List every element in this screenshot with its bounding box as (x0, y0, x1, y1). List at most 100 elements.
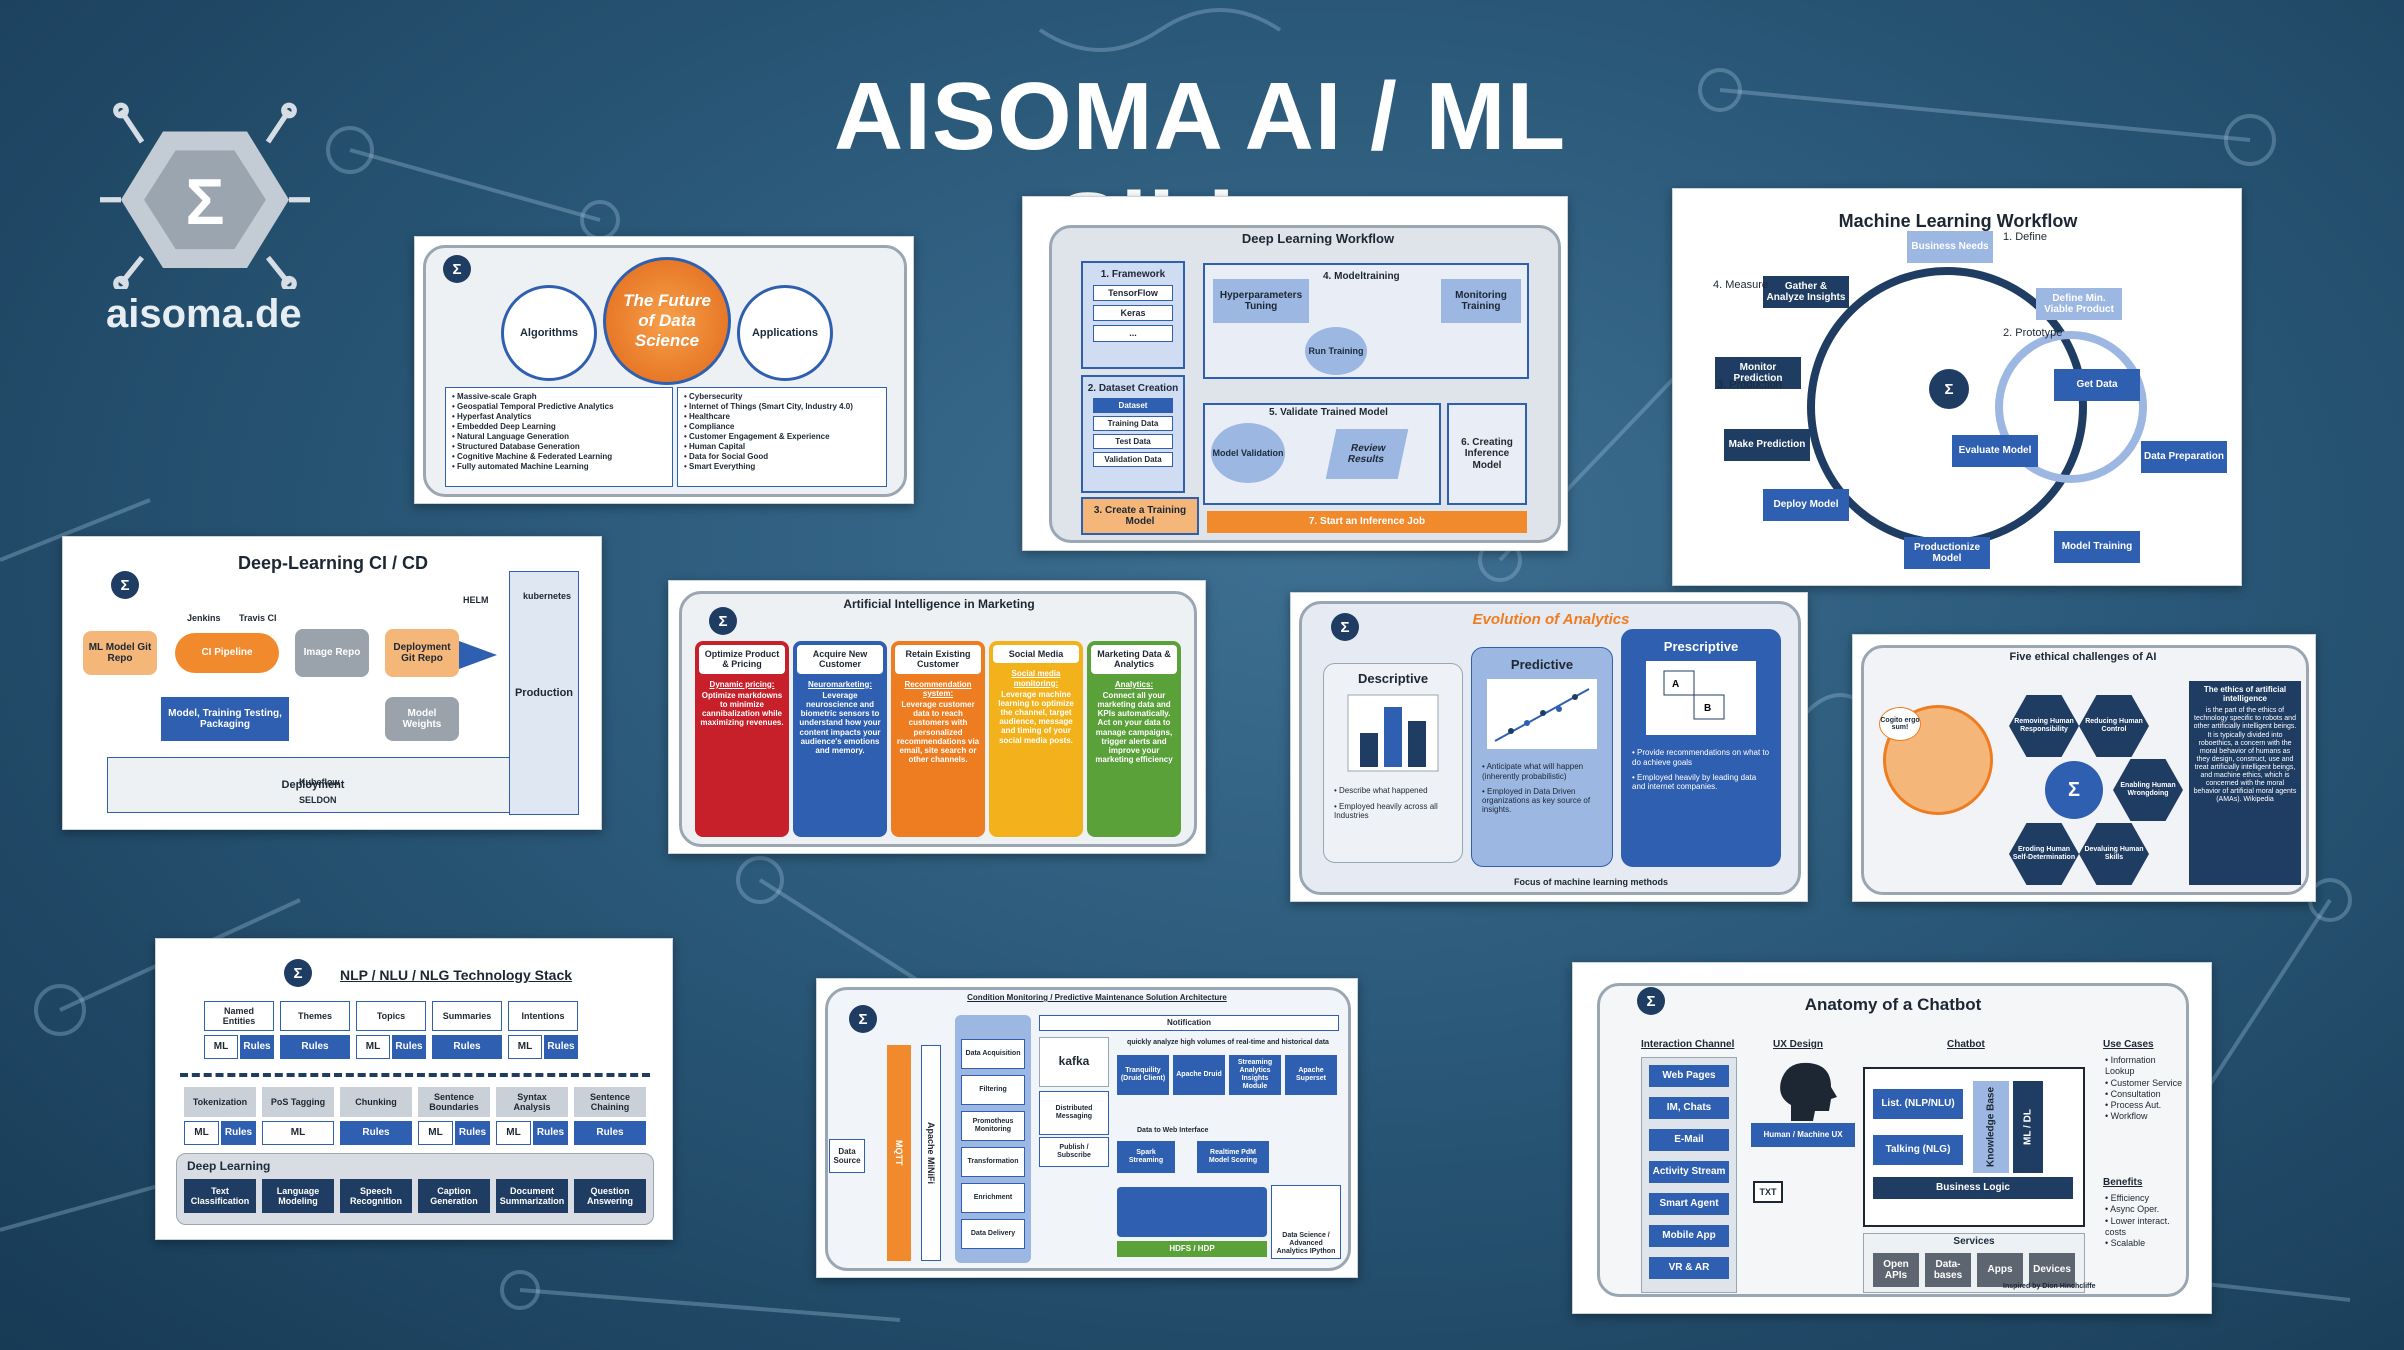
head-icon (1780, 1062, 1837, 1121)
ml-phase-label: 2. Prototype (2003, 327, 2063, 339)
predictive-scatter-icon (1487, 678, 1597, 749)
usecase-item: • Workflow (2105, 1111, 2148, 1122)
marketing-column-body: Optimize markdowns to minimize cannibali… (700, 690, 784, 728)
algorithm-item: Embedded Deep Learning (452, 422, 666, 432)
nifi-step: Data Delivery (961, 1219, 1025, 1249)
nlp-ml-box: ML (508, 1035, 542, 1059)
human-machine-bar: Human / Machine UX (1751, 1123, 1855, 1147)
analytics-tool: Tranquility (Druid Client) (1117, 1055, 1169, 1095)
nlp-deep-box: Text Classification (184, 1179, 256, 1213)
nlp-ml-box: ML (204, 1035, 238, 1059)
descriptive-bar-icon (1347, 694, 1439, 772)
cicd-tool-label: HELM (463, 595, 489, 605)
analytics-footer: Focus of machine learning methods (1513, 877, 1669, 887)
nlp-mid-box: Chunking (340, 1087, 412, 1117)
ml-node: Business Needs (1907, 231, 1993, 263)
benefits-heading: Benefits (2103, 1177, 2143, 1188)
ml-node: Monitor Prediction (1715, 357, 1801, 389)
marketing-column-head: Retain Existing Customer (895, 645, 981, 674)
ethics-box-title: The ethics of artificial intelligence (2203, 685, 2287, 704)
inference-model-box: 6. Creating Inference Model (1447, 403, 1527, 505)
chat-channel: E-Mail (1649, 1129, 1729, 1151)
cicd-tool-label: kubernetes (523, 591, 572, 601)
marketing-column-sub: Recommendation system: (904, 679, 972, 698)
marketing-column-sub: Dynamic pricing: (709, 679, 775, 689)
web-interface-label: Data to Web Interface (1137, 1127, 1209, 1134)
nlp-ml-box: ML (184, 1121, 219, 1145)
ml-node: Define Min. Viable Product (2036, 288, 2122, 320)
knowledge-base-box: Knowledge Base (1973, 1081, 2009, 1173)
nlp-mid-box: Tokenization (184, 1087, 256, 1117)
nlp-rules-box: Rules (432, 1035, 502, 1059)
deployment-box: Deployment (107, 757, 519, 813)
usecase-item: • Consultation (2105, 1088, 2161, 1099)
aisoma-mini-logo: Σ (2045, 761, 2103, 819)
nlp-rules-box: Rules (280, 1035, 350, 1059)
aisoma-mini-logo: Σ (284, 959, 312, 987)
analytics-tool: Apache Druid (1173, 1055, 1225, 1095)
ethics-box-text: is the part of the ethics of technology … (2193, 707, 2297, 803)
marketing-column-body: Leverage neuroscience and biometric sens… (799, 690, 881, 755)
chat-channel: IM, Chats (1649, 1097, 1729, 1119)
marketing-column-head: Acquire New Customer (797, 645, 883, 674)
nlp-mid-box: Syntax Analysis (496, 1087, 568, 1117)
nlp-rules-box: Rules (240, 1035, 274, 1059)
ux-heading: UX Design (1773, 1039, 1824, 1050)
benefit-item: • Efficiency (2105, 1193, 2150, 1203)
review-results-box: Review Results (1325, 429, 1409, 479)
ml-phase-label: 3. Production (1717, 379, 1782, 391)
ml-node: Data Preparation (2141, 441, 2227, 473)
prescriptive-label: Prescriptive (1663, 639, 1739, 654)
nlp-deep-box: Language Modeling (262, 1179, 334, 1213)
nlp-deep-box: Document Summarization (496, 1179, 568, 1213)
analytics-bullet: • Employed in Data Driven organizations … (1482, 786, 1591, 815)
marketing-column-sub: Neuromarketing: (807, 679, 872, 689)
ml-phase-label: 4. Measure (1713, 279, 1769, 291)
slide-nlp-stack[interactable]: Σ NLP / NLU / NLG Technology Stack Named… (155, 938, 673, 1240)
slide-future-data-science[interactable]: Σ Algorithms The Future of Data Science … (414, 236, 914, 504)
cicd-tool-label: Travis CI (239, 613, 277, 623)
ethics-title: Five ethical challenges of AI (2009, 651, 2157, 663)
chat-channel: Mobile App (1649, 1225, 1729, 1247)
benefit-item: • Scalable (2105, 1238, 2146, 1248)
chatbot-credit: Inspired by Dion Hinchcliffe (2003, 1283, 2096, 1290)
nlp-top-box: Named Entities (204, 1001, 274, 1031)
dl-workflow-title: Deep Learning Workflow (1241, 231, 1395, 246)
application-item: Smart Everything (684, 462, 880, 472)
dataset-item: Test Data (1093, 433, 1173, 450)
nifi-step: Enrichment (961, 1183, 1025, 1213)
slide-ml-workflow[interactable]: Machine Learning Workflow Σ Business Nee… (1672, 188, 2242, 586)
chat-channel: Web Pages (1649, 1065, 1729, 1087)
prescriptive-icon: AB (1646, 660, 1756, 735)
nlp-ml-box: ML (418, 1121, 453, 1145)
slide-chatbot-anatomy[interactable]: Σ Anatomy of a Chatbot Interaction Chann… (1572, 962, 2212, 1314)
nlp-title: NLP / NLU / NLG Technology Stack (339, 967, 573, 983)
framework-item: TensorFlow (1093, 284, 1173, 301)
nlp-deep-box: Caption Generation (418, 1179, 490, 1213)
slide-deep-learning-workflow[interactable]: Deep Learning Workflow 1. Framework Tens… (1022, 196, 1568, 551)
cicd-tool-label: Jenkins (187, 613, 221, 623)
nlp-mid-box: PoS Tagging (262, 1087, 334, 1117)
slide-dl-cicd[interactable]: Deep-Learning CI / CD Σ ML Model Git Rep… (62, 536, 602, 830)
deployment-repo: Deployment Git Repo (385, 629, 459, 677)
slide-ai-marketing[interactable]: Artificial Intelligence in Marketing Σ O… (668, 580, 1206, 854)
nifi-step: Filtering (961, 1075, 1025, 1105)
ethics-hex: Enabling Human Wrongdoing (2113, 759, 2183, 821)
analytics-bullet: • Employed heavily across all Industries (1334, 801, 1438, 820)
analytics-bullet: • Describe what happened (1334, 786, 1428, 796)
slide-evolution-analytics[interactable]: Evolution of Analytics Σ Descriptive • D… (1290, 592, 1808, 902)
benefit-item: • Lower interact. costs (2105, 1215, 2170, 1237)
marketing-column-body: Leverage customer data to reach customer… (896, 700, 980, 765)
nlp-ml-box: ML (496, 1121, 531, 1145)
slide-ethics-ai[interactable]: Five ethical challenges of AI Cogito erg… (1852, 634, 2316, 902)
application-item: Compliance (684, 422, 880, 432)
cicd-tool-label: SELDON (299, 795, 337, 805)
slide-condition-monitoring[interactable]: Condition Monitoring / Predictive Mainte… (816, 978, 1358, 1278)
run-training-node: Run Training (1305, 327, 1367, 375)
distributed-messaging: Distributed Messaging (1039, 1091, 1109, 1135)
svg-text:B: B (1704, 703, 1711, 714)
